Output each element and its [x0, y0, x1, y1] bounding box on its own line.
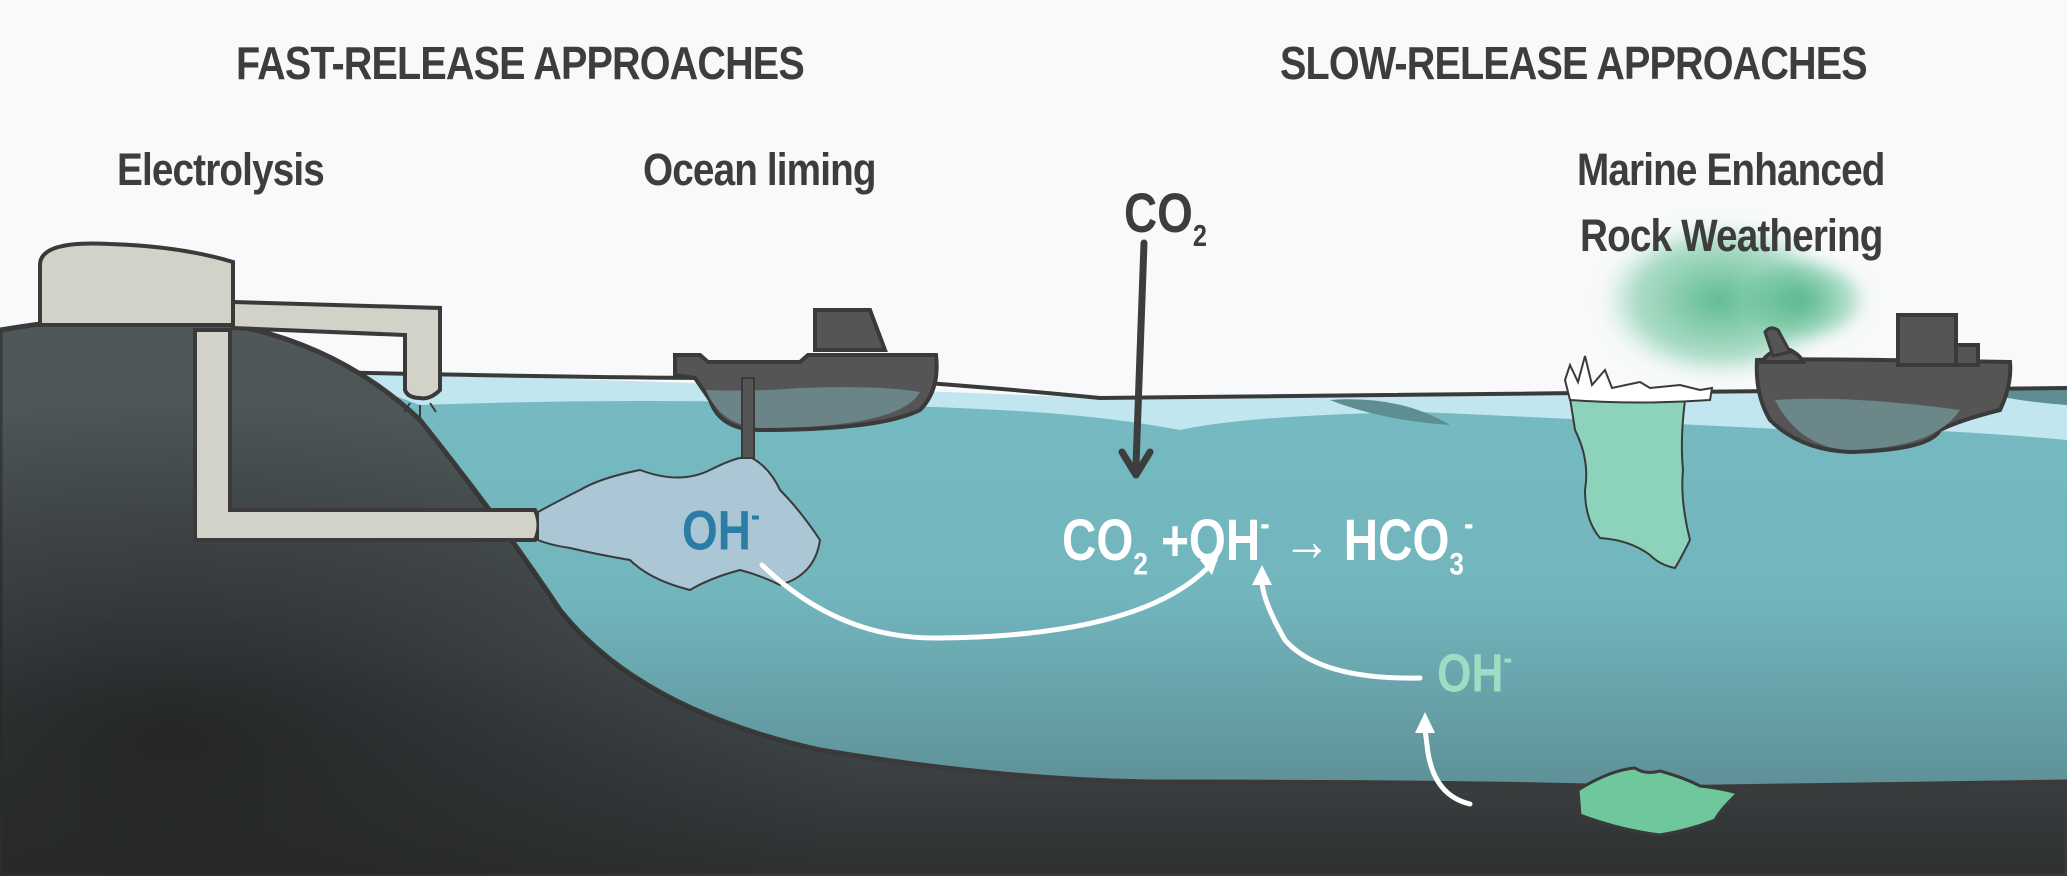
slow-oh-to-reaction-arrow	[1259, 577, 1423, 681]
ocean-liming-label: Ocean liming	[643, 144, 877, 195]
co2-arrowhead-icon	[1118, 448, 1154, 479]
land-shadow	[0, 316, 1150, 876]
slow-oh-arrowhead-icon	[1252, 565, 1272, 585]
seafloor-mineral-deposit	[1576, 766, 1741, 837]
co2-base: CO	[1124, 181, 1193, 244]
oh-charge: -	[750, 497, 761, 534]
reactant-co2-sub: 2	[1133, 545, 1148, 582]
mineral-foam	[1563, 355, 1714, 404]
mineral-oh-arrowhead-icon	[1415, 712, 1435, 733]
fast-oh-ion-label: OH-	[682, 497, 760, 563]
electrolysis-outfall-pipe-top	[231, 299, 442, 401]
product-charge: -	[1463, 505, 1474, 544]
product-base: HCO	[1343, 508, 1450, 574]
slow-oh-ion-label: OH-	[1437, 640, 1512, 705]
electrolysis-tank	[38, 241, 235, 327]
merw-label-line2: Rock Weathering	[1580, 210, 1883, 261]
fast-oh-to-reaction-arrow	[759, 557, 1218, 641]
alkalinity-plume-fast	[537, 457, 822, 592]
reactant-oh: OH-	[1188, 505, 1270, 574]
merw-label-line1: Marine Enhanced	[1577, 144, 1885, 195]
reactant-co2: CO2	[1062, 508, 1148, 581]
fast-oh-arrowhead-icon	[1200, 552, 1220, 575]
oh-base: OH	[682, 498, 751, 562]
slow-oh-charge: -	[1503, 640, 1513, 676]
ocean-surface-shadow	[1330, 399, 1450, 425]
merw-boat	[1754, 313, 2013, 455]
atmospheric-co2-label: CO2	[1124, 180, 1207, 254]
slow-release-header: SLOW-RELEASE APPROACHES	[1280, 37, 1868, 89]
co2-subscript: 2	[1192, 217, 1207, 253]
reactant-co2-base: CO	[1062, 508, 1134, 574]
outfall-splash-icon	[403, 402, 437, 420]
product-hco3: HCO3-	[1343, 505, 1474, 582]
reaction-arrow-icon: →	[1282, 508, 1331, 574]
ocean-liming-boat	[673, 308, 939, 459]
product-sub: 3	[1449, 545, 1464, 582]
plus-sign: +	[1161, 508, 1189, 574]
fast-release-header: FAST-RELEASE APPROACHES	[236, 37, 805, 89]
reaction-equation: CO2 +OH- → HCO3-	[1062, 505, 1473, 583]
reactant-oh-charge: -	[1260, 505, 1270, 544]
co2-downward-arrow	[1132, 239, 1148, 469]
mineral-spray-cloud-tail	[1730, 255, 1870, 345]
reactant-oh-base: OH	[1188, 508, 1261, 574]
mineral-slurry-underwater	[1568, 396, 1692, 570]
slow-oh-base: OH	[1437, 643, 1504, 704]
electrolysis-label: Electrolysis	[117, 144, 325, 195]
